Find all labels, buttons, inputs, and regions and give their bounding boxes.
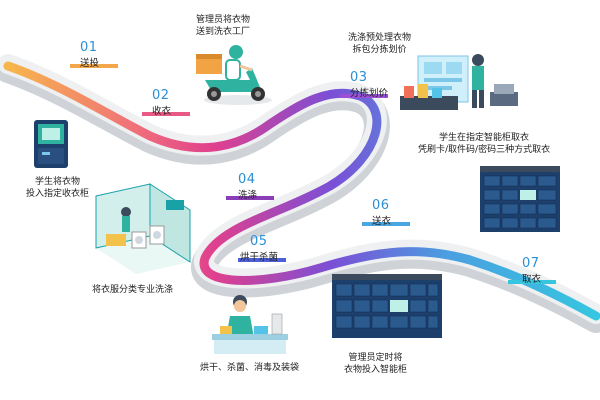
step-06-label: 送衣 xyxy=(372,216,392,227)
caption-admin-to-factory: 管理员将衣物 送到洗衣工厂 xyxy=(196,14,250,38)
caption-pre-sort: 洗涤预处理衣物 拆包分拣划价 xyxy=(348,32,411,56)
dropoff-cabinet-illustration xyxy=(34,120,68,168)
step-02-label: 收衣 xyxy=(152,106,172,117)
step-05-label: 烘干杀菌 xyxy=(240,252,279,263)
delivery-cabinet-illustration xyxy=(332,274,442,338)
caption-line: 投入指定收衣柜 xyxy=(26,189,90,199)
laundry-room-illustration xyxy=(95,183,191,274)
caption-line: 将衣服分类专业洗涤 xyxy=(92,285,174,295)
caption-student-dropoff: 学生将衣物 投入指定收衣柜 xyxy=(26,176,89,200)
caption-line: 学生将衣物 xyxy=(35,177,81,187)
caption-professional-wash: 将衣服分类专业洗涤 xyxy=(92,284,173,296)
sorting-station-illustration xyxy=(400,54,518,110)
caption-line: 管理员定时将 xyxy=(348,353,403,363)
worker-illustration xyxy=(212,295,288,354)
step-05-number: 05 xyxy=(250,234,268,249)
caption-line: 学生在指定智能柜取衣 xyxy=(439,133,530,143)
step-07-label: 取衣 xyxy=(522,274,542,285)
road-lane xyxy=(3,61,600,321)
caption-dry-sterilize: 烘干、杀菌、消毒及装袋 xyxy=(200,362,299,374)
step-04-label: 洗涤 xyxy=(238,190,258,201)
step-02-number: 02 xyxy=(152,88,170,103)
pickup-cabinet-illustration xyxy=(480,166,560,232)
step-06-number: 06 xyxy=(372,198,390,213)
caption-line: 洗涤预处理衣物 xyxy=(348,33,412,43)
caption-admin-to-cabinet: 管理员定时将 衣物投入智能柜 xyxy=(344,352,407,376)
caption-line: 送到洗衣工厂 xyxy=(196,27,251,37)
caption-line: 凭刷卡/取件码/密码三种方式取衣 xyxy=(418,145,551,155)
caption-line: 管理员将衣物 xyxy=(196,15,251,25)
step-03-label: 分拣划价 xyxy=(350,88,389,99)
step-01-label: 送投 xyxy=(80,58,100,69)
caption-line: 衣物投入智能柜 xyxy=(344,365,408,375)
step-01-number: 01 xyxy=(80,40,98,55)
caption-line: 烘干、杀菌、消毒及装袋 xyxy=(200,363,300,373)
caption-line: 拆包分拣划价 xyxy=(352,45,407,55)
scooter-courier-illustration xyxy=(196,45,272,105)
label-bars xyxy=(70,64,556,284)
caption-student-pickup: 学生在指定智能柜取衣 凭刷卡/取件码/密码三种方式取衣 xyxy=(418,132,550,156)
step-03-number: 03 xyxy=(350,70,368,85)
step-04-number: 04 xyxy=(238,172,256,187)
step-07-number: 07 xyxy=(522,256,540,271)
